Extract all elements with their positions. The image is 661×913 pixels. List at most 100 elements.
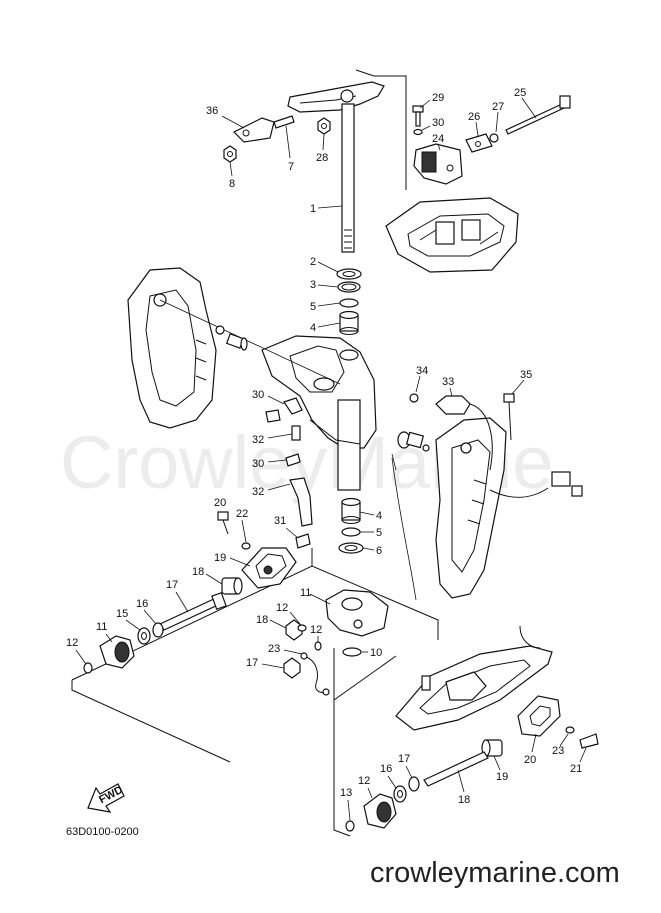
callout-25: 27 (492, 101, 504, 113)
callout-30-upper: 30 (252, 458, 264, 470)
frame-line-down (333, 648, 351, 837)
ground-lead-21 (300, 652, 330, 696)
callout-26: 28 (316, 152, 328, 164)
callout-35: 35 (520, 369, 532, 381)
callout-4-upper: 4 (310, 322, 316, 334)
callout-11-right: 12 (358, 775, 370, 787)
nut-26 (317, 117, 331, 135)
clip-29 (265, 397, 303, 423)
callout-30-lower: 31 (274, 515, 286, 527)
callout-31: 32 (252, 486, 264, 498)
mount-rubber-11-right (363, 793, 397, 829)
bushing-4-upper (339, 310, 359, 335)
clamp-bracket-right (435, 417, 507, 599)
site-footer: crowleymarine.com (370, 857, 620, 889)
grease-nipple-32 (291, 425, 301, 441)
callout-13-left: 15 (116, 608, 128, 620)
o-ring-5-lower (341, 527, 361, 537)
lower-casing-plate (395, 625, 553, 731)
mount-cover-18-right (517, 695, 561, 737)
callout-9: 11 (300, 587, 311, 599)
callout-7: 7 (288, 161, 294, 173)
callout-15-left: 17 (166, 579, 178, 591)
callout-16-left: 18 (192, 566, 204, 578)
callout-14-left: 16 (136, 598, 148, 610)
clip-30-lower (295, 533, 311, 549)
callout-15-right: 18 (458, 794, 470, 806)
washer-12-left (83, 662, 93, 674)
bushing-4-lower (341, 497, 361, 524)
washer-25 (489, 133, 499, 143)
seal-6 (338, 542, 364, 554)
callout-14-right: 17 (398, 753, 410, 765)
callout-6: 6 (376, 545, 382, 557)
callout-3: 3 (310, 279, 316, 291)
bolt-19-left (217, 511, 229, 535)
leader-box (374, 75, 407, 190)
callout-12-right-center: 12 (310, 624, 322, 636)
callout-24: 26 (468, 111, 480, 123)
frame-line-lower (71, 680, 231, 763)
callout-2: 2 (310, 256, 316, 268)
bolt-23 (505, 95, 571, 135)
plate-24 (465, 133, 493, 153)
callout-17-lower: 17 (246, 657, 258, 669)
lower-mount-housing (325, 589, 389, 637)
washer-20-right (565, 726, 575, 734)
steering-shaft (341, 103, 355, 253)
screw-35 (503, 393, 515, 441)
bolt-27 (412, 105, 424, 127)
callout-18-left: 19 (214, 552, 226, 564)
hose-31 (289, 477, 313, 527)
diagram-code: 63D0100-0200 (66, 826, 139, 838)
callout-8: 8 (229, 178, 235, 190)
washer-12-right-center (314, 641, 322, 651)
washer-13-right (393, 785, 407, 803)
fwd-arrow-icon: FWD (87, 783, 125, 813)
o-ring-5-upper (339, 298, 359, 308)
ring-3 (337, 281, 361, 293)
callout-20-left: 22 (236, 508, 248, 520)
washer-20-left (241, 542, 251, 550)
clamp-bracket-left (127, 267, 217, 429)
tilt-pin-right (397, 431, 430, 452)
callout-4-lower: 4 (376, 510, 382, 522)
spacer-16-left (221, 577, 243, 595)
tilt-pin-parts (215, 325, 248, 351)
trim-sender-33 (435, 395, 583, 498)
part-callouts: 36 7 8 28 1 29 30 24 26 27 25 2 3 (66, 87, 587, 821)
bolt-19-right (579, 733, 599, 749)
callout-12-right: 13 (340, 787, 352, 799)
callout-27: 29 (432, 92, 444, 104)
tilt-axis-line (159, 299, 341, 385)
callout-33: 33 (442, 376, 454, 388)
callout-17-upper: 18 (256, 614, 268, 626)
callout-5-upper: 5 (310, 301, 316, 313)
callout-19-left: 20 (214, 497, 226, 509)
callout-21: 23 (268, 643, 280, 655)
ground-lead (391, 457, 417, 601)
mount-cover-18-left (241, 547, 297, 589)
screw-34 (409, 393, 419, 403)
mount-rubber-11-left (99, 635, 135, 669)
nut-8 (223, 145, 237, 163)
callout-16-right: 19 (496, 771, 508, 783)
callout-12-center: 12 (276, 602, 288, 614)
callout-1: 1 (310, 203, 316, 215)
washer-14-left (152, 622, 164, 638)
callout-19-right: 21 (570, 763, 582, 775)
callout-36: 36 (206, 105, 218, 117)
washer-12-center (297, 624, 307, 632)
upper-mount-rubber-22 (413, 143, 463, 185)
callout-28: 30 (432, 117, 444, 129)
callout-5-lower: 5 (376, 527, 382, 539)
callout-13-right: 16 (380, 763, 392, 775)
nut-17-upper (285, 619, 303, 641)
washer-28 (413, 128, 423, 136)
callout-20-right: 23 (552, 745, 564, 757)
bolt-7 (273, 115, 295, 129)
callout-18-right: 20 (524, 754, 536, 766)
swivel-bracket (261, 335, 377, 491)
bracket-36 (232, 117, 275, 143)
